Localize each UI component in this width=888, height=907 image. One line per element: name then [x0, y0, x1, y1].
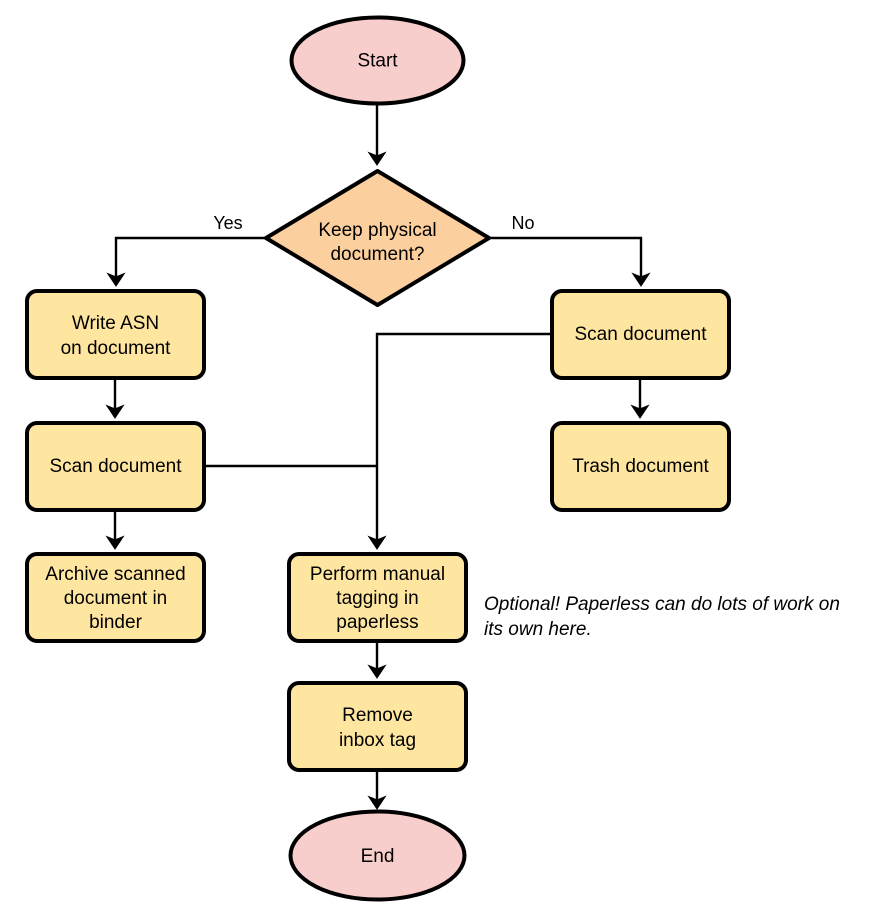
- trash-document-box-shape: [550, 421, 731, 512]
- connectors-layer: [105, 104, 651, 810]
- trash-document-label: Trash document: [572, 456, 709, 477]
- manual-tagging-label-line2: tagging in: [336, 588, 418, 609]
- end-label: End: [361, 846, 395, 867]
- archive-label-line2: document in: [64, 588, 168, 609]
- node-write-asn-on-document[interactable]: Write ASN on document: [25, 289, 206, 380]
- archive-label-line1: Archive scanned: [45, 564, 185, 585]
- node-archive-scanned-document[interactable]: Archive scanned document in binder: [25, 552, 206, 643]
- remove-inbox-tag-label-line1: Remove: [342, 705, 413, 726]
- archive-box-shape: [25, 552, 206, 643]
- write-asn-label-line1: Write ASN: [72, 313, 159, 334]
- end-terminator-shape: [288, 809, 467, 902]
- manual-tagging-label-line3: paperless: [336, 612, 418, 633]
- start-terminator-shape: [289, 15, 466, 106]
- optional-note-line1: Optional! Paperless can do lots of work …: [484, 594, 840, 615]
- node-start[interactable]: Start: [289, 15, 466, 106]
- annotation-optional-note: Optional! Paperless can do lots of work …: [484, 594, 840, 640]
- node-scan-document-right[interactable]: Scan document: [550, 289, 731, 380]
- edge-decision-no-to-scan-right: [490, 236, 651, 287]
- edge-scan-right-to-manual-tagging: [367, 332, 552, 550]
- manual-tagging-label-line1: Perform manual: [310, 564, 445, 585]
- remove-inbox-tag-box-shape: [287, 681, 468, 772]
- decision-label-line1: Keep physical: [318, 220, 436, 241]
- scan-document-right-label: Scan document: [574, 324, 707, 345]
- scan-document-right-box-shape: [550, 289, 731, 380]
- edge-label-yes: Yes: [213, 213, 242, 233]
- scan-document-left-box-shape: [25, 421, 206, 512]
- decision-diamond-shape: [264, 169, 491, 307]
- node-decision-keep-physical-document[interactable]: Keep physical document?: [264, 169, 491, 307]
- edge-decision-yes-to-write-asn: [106, 236, 266, 287]
- optional-note-line2: its own here.: [484, 619, 592, 640]
- node-remove-inbox-tag[interactable]: Remove inbox tag: [287, 681, 468, 772]
- scan-document-left-label: Scan document: [49, 456, 182, 477]
- write-asn-box-shape: [25, 289, 206, 380]
- archive-label-line3: binder: [89, 612, 142, 633]
- node-trash-document[interactable]: Trash document: [550, 421, 731, 512]
- node-perform-manual-tagging[interactable]: Perform manual tagging in paperless: [287, 552, 468, 643]
- node-end[interactable]: End: [288, 809, 467, 902]
- remove-inbox-tag-label-line2: inbox tag: [339, 730, 416, 751]
- manual-tagging-box-shape: [287, 552, 468, 643]
- decision-label-line2: document?: [330, 244, 424, 265]
- start-label: Start: [357, 51, 398, 72]
- write-asn-label-line2: on document: [61, 338, 172, 359]
- node-scan-document-left[interactable]: Scan document: [25, 421, 206, 512]
- edge-label-no: No: [511, 213, 534, 233]
